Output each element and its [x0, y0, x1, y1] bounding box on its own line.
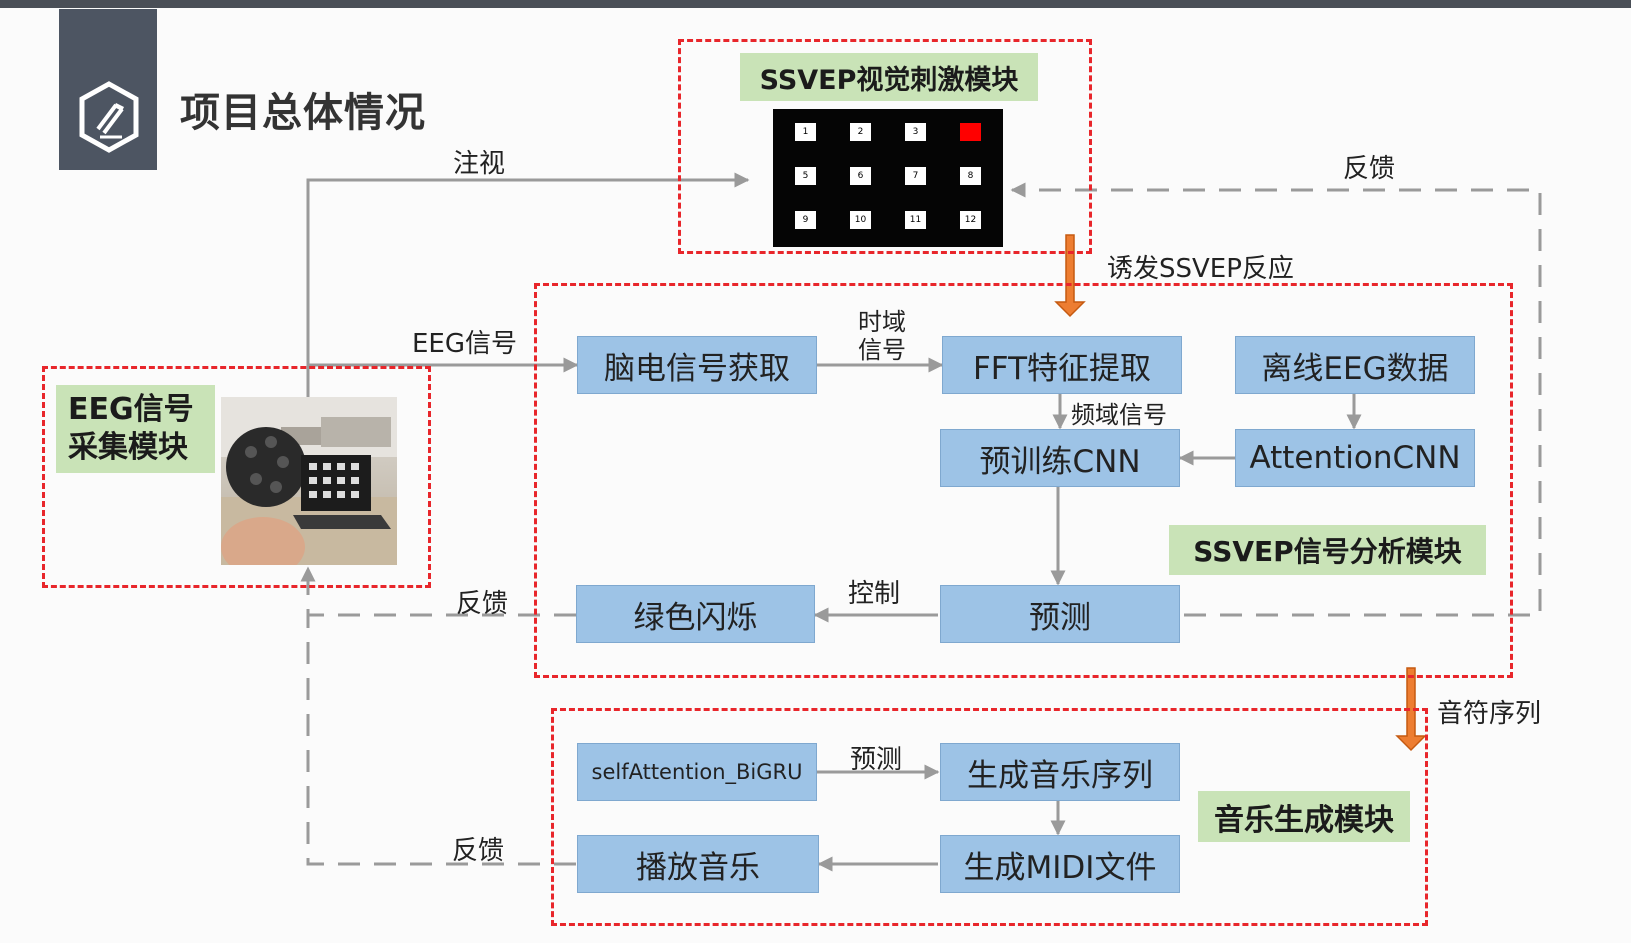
box-eeg-acquire: 脑电信号获取: [577, 336, 817, 394]
eeg-module: [42, 366, 431, 588]
analysis-module: [534, 283, 1513, 678]
music-module-label: 音乐生成模块: [1198, 791, 1410, 842]
stimulus-module-label: SSVEP视觉刺激模块: [740, 53, 1038, 101]
stimulus-cell-11: 11: [905, 211, 926, 229]
box-generate-midi: 生成MIDI文件: [940, 835, 1180, 893]
stimulus-cell-12: 12: [960, 211, 981, 229]
eeg-headset-illustration: [221, 397, 397, 565]
stimulus-cell-6: 6: [850, 167, 871, 185]
stimulus-cell-10: 10: [850, 211, 871, 229]
top-bar: [0, 0, 1631, 8]
stimulus-cell-7: 7: [905, 167, 926, 185]
box-green-flash: 绿色闪烁: [576, 585, 815, 643]
stimulus-cell-4: 4: [960, 123, 981, 141]
edit-hexagon-icon: [79, 81, 139, 153]
label-time-domain: 时域 信号: [858, 308, 906, 364]
orange-arrow-evoked: [1054, 234, 1086, 318]
label-freq-domain: 频域信号: [1071, 401, 1167, 429]
eeg-headset-photo: [221, 397, 397, 565]
box-fft: FFT特征提取: [942, 336, 1182, 394]
music-module: [551, 708, 1428, 926]
label-note-sequence: 音符序列: [1437, 699, 1542, 729]
stimulus-module: [678, 39, 1092, 254]
page-title: 项目总体情况: [180, 90, 426, 136]
label-feedback-top: 反馈: [1343, 154, 1396, 184]
eeg-module-label: EEG信号 采集模块: [56, 385, 215, 473]
eeg-module-label-line2: 采集模块: [68, 430, 188, 465]
box-pretrain-cnn: 预训练CNN: [940, 429, 1180, 487]
label-feedback-mid: 反馈: [456, 589, 509, 619]
label-gaze: 注视: [453, 149, 506, 179]
label-predict-music: 预测: [850, 745, 903, 775]
box-selfattention-bigru: selfAttention_BiGRU: [577, 743, 817, 801]
box-attention-cnn: AttentionCNN: [1235, 429, 1475, 487]
gaze-arrow: [306, 172, 750, 397]
label-control: 控制: [848, 579, 901, 609]
eeg-module-label-line1: EEG信号: [68, 392, 194, 427]
stimulus-cell-5: 5: [795, 167, 816, 185]
logo-tile: [59, 9, 157, 170]
box-predict: 预测: [940, 585, 1180, 643]
feedback-bottom-arrow: [306, 615, 576, 866]
stimulus-cell-2: 2: [850, 123, 871, 141]
label-time-domain-line2: 信号: [858, 336, 906, 364]
stimulus-cell-8: 8: [960, 167, 981, 185]
box-play-music: 播放音乐: [577, 835, 819, 893]
label-time-domain-line1: 时域: [858, 308, 906, 336]
box-generate-music: 生成音乐序列: [940, 743, 1180, 801]
label-eeg-signal: EEG信号: [412, 329, 518, 359]
analysis-module-label: SSVEP信号分析模块: [1169, 525, 1486, 575]
box-offline-eeg: 离线EEG数据: [1235, 336, 1475, 394]
stimulus-cell-3: 3: [905, 123, 926, 141]
feedback-top-arrow: [1010, 182, 1542, 617]
stimulus-cell-1: 1: [795, 123, 816, 141]
stimulus-cell-9: 9: [795, 211, 816, 229]
label-evoked-ssvep: 诱发SSVEP反应: [1107, 254, 1294, 284]
label-feedback-bottom: 反馈: [452, 836, 505, 866]
